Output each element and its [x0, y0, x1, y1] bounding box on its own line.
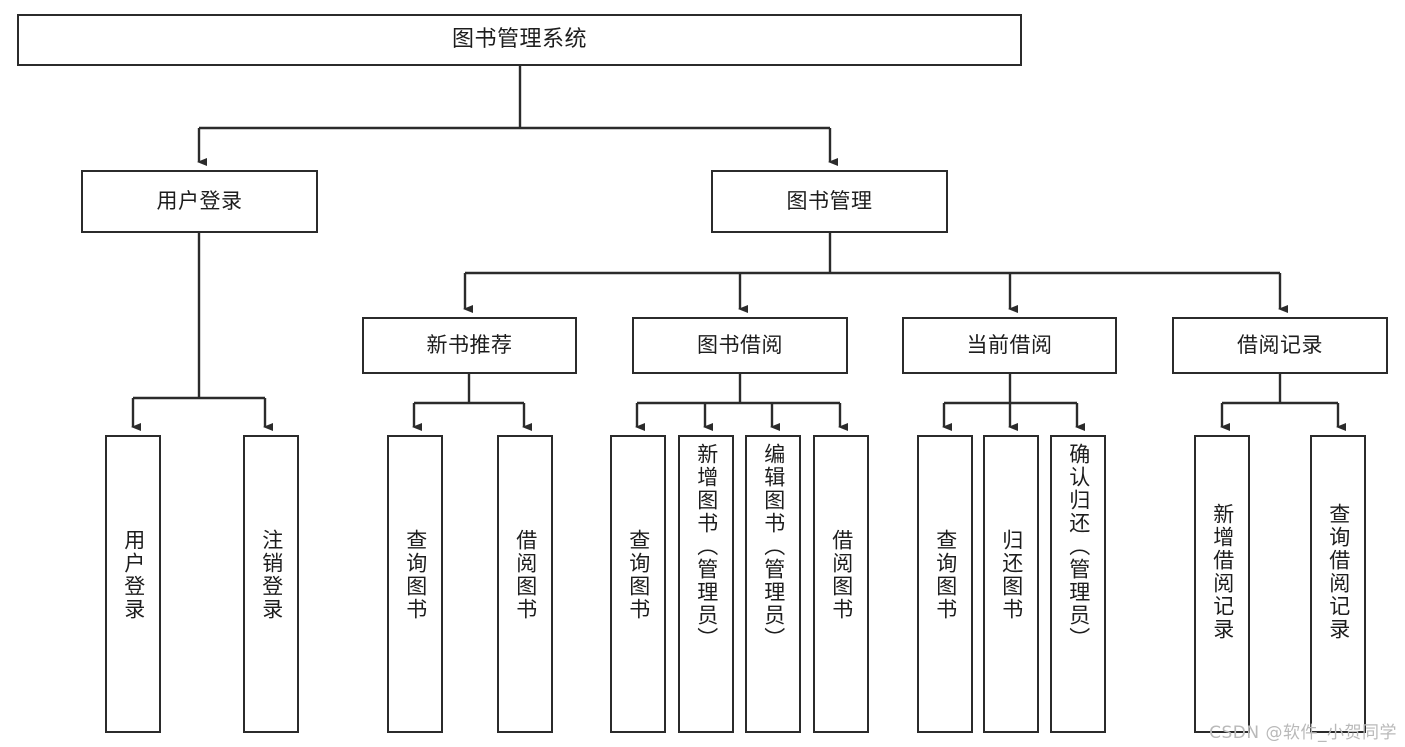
- node-leaf-query-record-label: 查询借阅记录: [1326, 503, 1351, 641]
- node-leaf-user-login[interactable]: 用户登录: [105, 435, 161, 733]
- node-leaf-query-book-3[interactable]: 查询图书: [917, 435, 973, 733]
- node-leaf-query-record[interactable]: 查询借阅记录: [1310, 435, 1366, 733]
- node-leaf-confirm-return[interactable]: 确认归还（管理员）: [1050, 435, 1106, 733]
- node-borrow-record[interactable]: 借阅记录: [1172, 317, 1388, 374]
- node-leaf-query-book-2-label: 查询图书: [626, 529, 651, 621]
- node-book-borrow-label: 图书借阅: [697, 333, 783, 358]
- node-borrow-record-label: 借阅记录: [1237, 333, 1323, 358]
- node-leaf-query-book-1[interactable]: 查询图书: [387, 435, 443, 733]
- node-leaf-add-record-label: 新增借阅记录: [1210, 503, 1235, 641]
- node-leaf-user-logout-label: 注销登录: [259, 529, 284, 621]
- node-user-login[interactable]: 用户登录: [81, 170, 318, 233]
- node-leaf-add-book-label: 新增图书（管理员）: [694, 443, 719, 650]
- node-leaf-return-book[interactable]: 归还图书: [983, 435, 1039, 733]
- node-leaf-borrow-book-1[interactable]: 借阅图书: [497, 435, 553, 733]
- node-leaf-borrow-book-2[interactable]: 借阅图书: [813, 435, 869, 733]
- node-leaf-query-book-1-label: 查询图书: [403, 529, 428, 621]
- node-leaf-query-book-3-label: 查询图书: [933, 529, 958, 621]
- node-leaf-borrow-book-1-label: 借阅图书: [513, 529, 538, 621]
- node-book-manage-label: 图书管理: [786, 189, 873, 214]
- node-leaf-confirm-return-label: 确认归还（管理员）: [1066, 443, 1091, 650]
- node-root-label: 图书管理系统: [451, 27, 587, 53]
- node-leaf-user-login-label: 用户登录: [121, 529, 146, 621]
- node-leaf-edit-book[interactable]: 编辑图书（管理员）: [745, 435, 801, 733]
- node-leaf-edit-book-label: 编辑图书（管理员）: [761, 443, 786, 650]
- node-leaf-add-record[interactable]: 新增借阅记录: [1194, 435, 1250, 733]
- node-current-borrow[interactable]: 当前借阅: [902, 317, 1117, 374]
- node-new-book-rec-label: 新书推荐: [426, 333, 513, 358]
- csdn-watermark: CSDN @软件_小贺同学: [1209, 723, 1397, 743]
- node-current-borrow-label: 当前借阅: [966, 333, 1053, 358]
- node-leaf-borrow-book-2-label: 借阅图书: [829, 529, 854, 621]
- node-leaf-query-book-2[interactable]: 查询图书: [610, 435, 666, 733]
- node-leaf-add-book[interactable]: 新增图书（管理员）: [678, 435, 734, 733]
- node-user-login-label: 用户登录: [156, 189, 243, 214]
- node-book-manage[interactable]: 图书管理: [711, 170, 948, 233]
- node-leaf-return-book-label: 归还图书: [999, 529, 1024, 621]
- node-book-borrow[interactable]: 图书借阅: [632, 317, 848, 374]
- node-leaf-user-logout[interactable]: 注销登录: [243, 435, 299, 733]
- node-new-book-rec[interactable]: 新书推荐: [362, 317, 577, 374]
- node-root[interactable]: 图书管理系统: [17, 14, 1022, 66]
